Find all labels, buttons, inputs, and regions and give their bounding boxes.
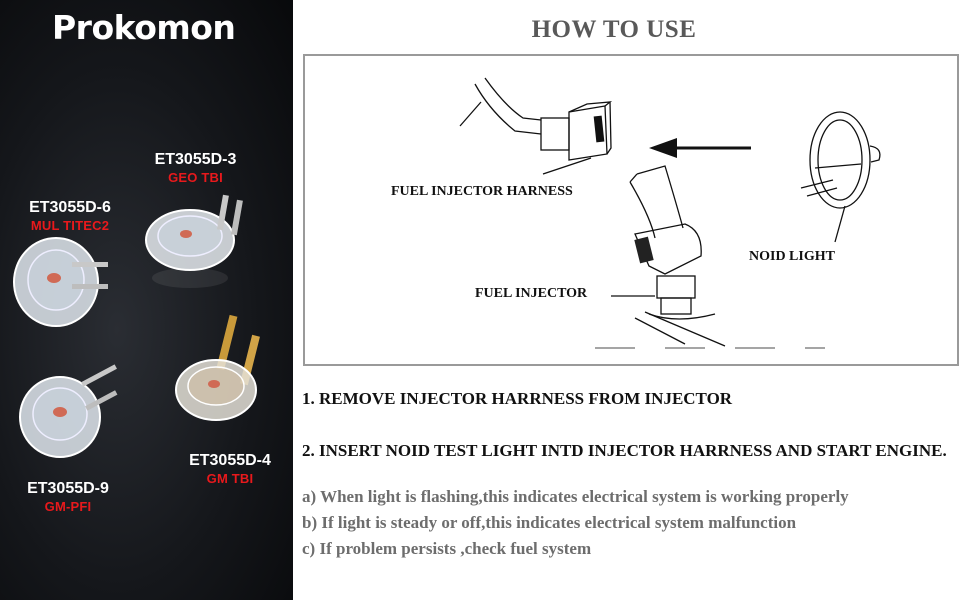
note-c: c) If problem persists ,check fuel syste… bbox=[302, 539, 592, 558]
product-label-et3055d-4: ET3055D-4 GM TBI bbox=[180, 452, 280, 488]
noid-plug-et3055d-3 bbox=[145, 194, 243, 288]
noid-plug-et3055d-4 bbox=[175, 314, 260, 421]
noid-plug-et3055d-6 bbox=[13, 237, 108, 327]
diagram-illustration bbox=[459, 77, 881, 349]
product-type: MUL TITEC2 bbox=[30, 218, 110, 233]
product-model: ET3055D-6 bbox=[29, 199, 111, 216]
note-b: b) If light is steady or off,this indica… bbox=[302, 513, 797, 532]
step-1: 1. REMOVE INJECTOR HARRNESS FROM INJECTO… bbox=[302, 389, 733, 408]
product-model: ET3055D-9 bbox=[27, 480, 109, 497]
brand-logo: Prokomon bbox=[52, 8, 236, 47]
product-model: ET3055D-3 bbox=[154, 151, 237, 168]
noid-light-label: NOID LIGHT bbox=[749, 249, 835, 264]
product-type: GM-PFI bbox=[44, 499, 92, 514]
page-title: HOW TO USE bbox=[531, 16, 697, 43]
injector-label: FUEL INJECTOR bbox=[475, 286, 588, 301]
product-type: GM TBI bbox=[206, 471, 254, 486]
note-a: a) When light is flashing,this indicates… bbox=[302, 487, 849, 506]
product-model: ET3055D-4 bbox=[189, 452, 271, 469]
product-label-et3055d-9: ET3055D-9 GM-PFI bbox=[18, 480, 118, 516]
product-label-et3055d-6: ET3055D-6 MUL TITEC2 bbox=[20, 199, 120, 235]
harness-label: FUEL INJECTOR HARNESS bbox=[391, 184, 573, 199]
product-type: GEO TBI bbox=[168, 170, 223, 185]
step-2: 2. INSERT NOID TEST LIGHT INTD INJECTOR … bbox=[302, 441, 947, 460]
product-label-et3055d-3: ET3055D-3 GEO TBI bbox=[148, 151, 243, 187]
instructions-panel: HOW TO USE bbox=[293, 0, 970, 600]
usage-diagram: FUEL INJECTOR HARNESS FUEL INJECTOR NOID… bbox=[303, 54, 959, 366]
noid-plug-et3055d-9 bbox=[19, 364, 118, 458]
product-panel: Prokomon ET3055D-3 GEO TBI ET3055D-6 MUL… bbox=[0, 0, 293, 600]
